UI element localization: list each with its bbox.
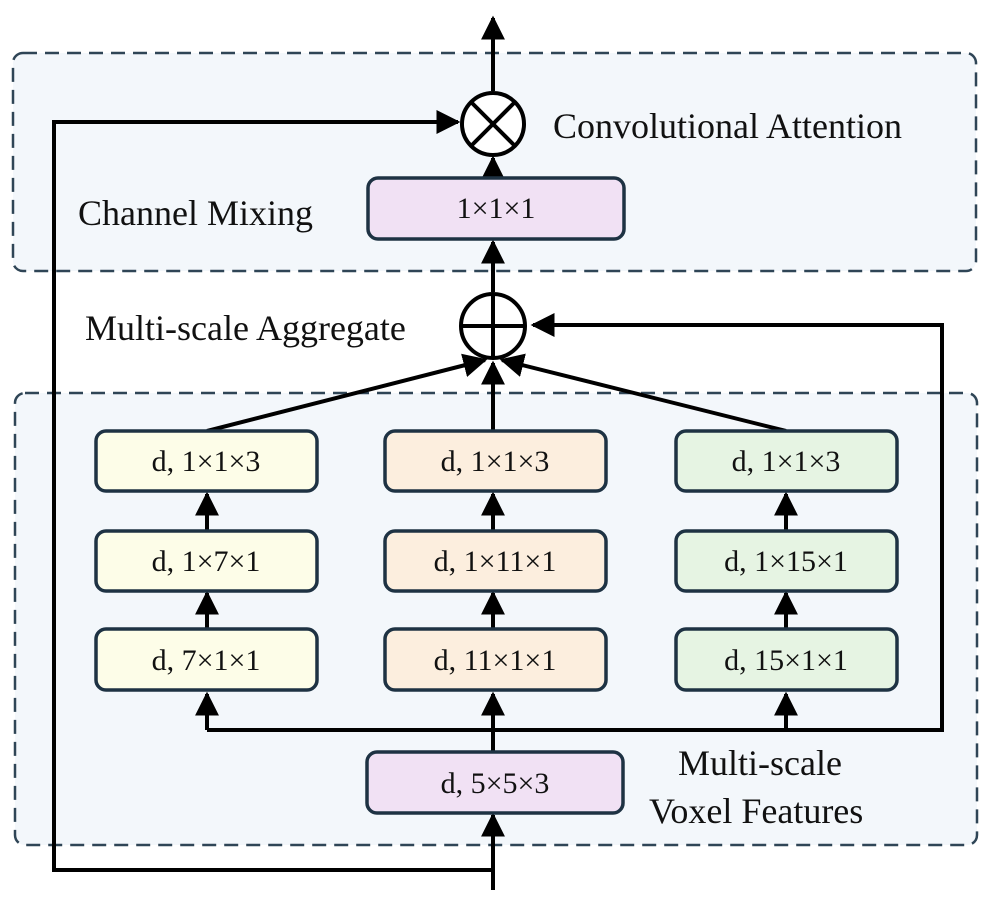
branch-2: d, 1×1×3 d, 1×11×1 d, 11×1×1 [383, 429, 608, 692]
convolutional-attention-label: Convolutional Attention [553, 106, 902, 146]
branch-3: d, 1×1×3 d, 1×15×1 d, 15×1×1 [674, 429, 899, 692]
branch-3-layer-3: d, 1×1×3 [732, 445, 841, 478]
multiply-operator [460, 91, 526, 157]
branch-2-layer-2: d, 1×11×1 [434, 545, 557, 578]
multi-scale-aggregate-label: Multi-scale Aggregate [85, 308, 406, 348]
input-conv-block: d, 5×5×3 [365, 750, 625, 815]
channel-mixing-conv-label: 1×1×1 [457, 192, 536, 225]
branch-1-layer-3: d, 1×1×3 [152, 445, 261, 478]
channel-mixing-block: 1×1×1 [366, 176, 626, 241]
connections [52, 15, 944, 890]
branch-1-layer-1: d, 7×1×1 [152, 644, 261, 677]
branch-3-layer-1: d, 15×1×1 [724, 644, 848, 677]
branch-3-layer-2: d, 1×15×1 [724, 545, 848, 578]
input-conv-label: d, 5×5×3 [441, 767, 550, 800]
branch-1-layer-2: d, 1×7×1 [152, 545, 261, 578]
aggregate-operator [459, 292, 527, 360]
branch-2-layer-3: d, 1×1×3 [441, 445, 550, 478]
voxel-features-label: Voxel Features [649, 791, 863, 831]
channel-mixing-label: Channel Mixing [78, 193, 313, 233]
branch-2-layer-1: d, 11×1×1 [434, 644, 557, 677]
branch-1: d, 1×1×3 d, 1×7×1 d, 7×1×1 [94, 429, 319, 692]
multi-scale-label: Multi-scale [678, 743, 842, 783]
